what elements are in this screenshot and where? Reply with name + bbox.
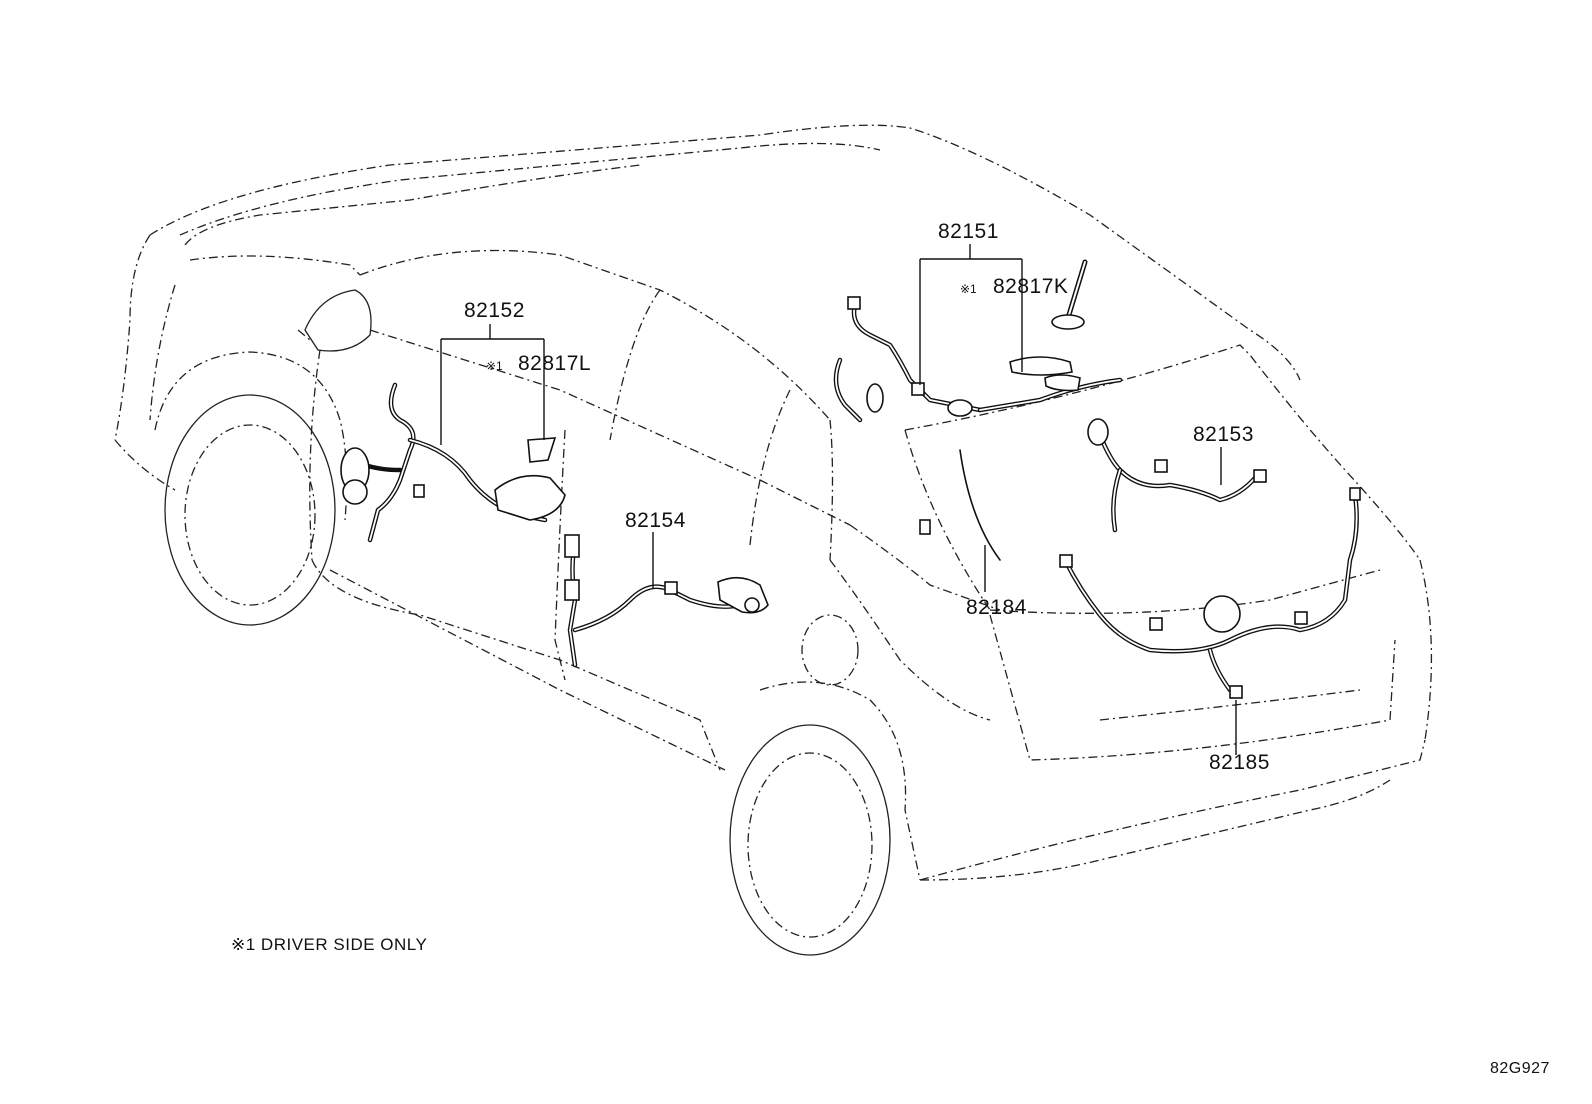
callout-82152: 82152: [464, 299, 525, 322]
leader-lines: [440, 244, 1237, 755]
driver-side-note: ※1 DRIVER SIDE ONLY: [231, 935, 427, 954]
rear-wheel: [729, 724, 891, 956]
front-wheel: [164, 394, 336, 626]
roof-antenna: [1051, 259, 1088, 330]
back-door-harness: [1087, 418, 1267, 533]
roof-harness: [833, 296, 1123, 423]
front-door-harness: [340, 382, 566, 543]
callout-82184: 82184: [966, 596, 1027, 619]
callout-82154: 82154: [625, 509, 686, 532]
callout-82151: 82151: [938, 220, 999, 243]
callout-82817K: 82817K: [993, 275, 1068, 298]
callout-82817L: 82817L: [518, 352, 591, 375]
side-mirror: [297, 289, 372, 352]
vehicle-outline: [114, 124, 1433, 881]
callout-82817K-mark: ※1: [960, 282, 977, 296]
callout-82817L-mark: ※1: [486, 359, 503, 373]
figure-code: 82G927: [1490, 1060, 1550, 1077]
rear-door-harness: [564, 534, 769, 668]
callout-labels: 82151 ※1 82817K 82152 ※1 82817L 82153 82…: [464, 220, 1270, 774]
callout-82185: 82185: [1209, 751, 1270, 774]
callout-82153: 82153: [1193, 423, 1254, 446]
rear-lower-harness: [919, 449, 1361, 699]
